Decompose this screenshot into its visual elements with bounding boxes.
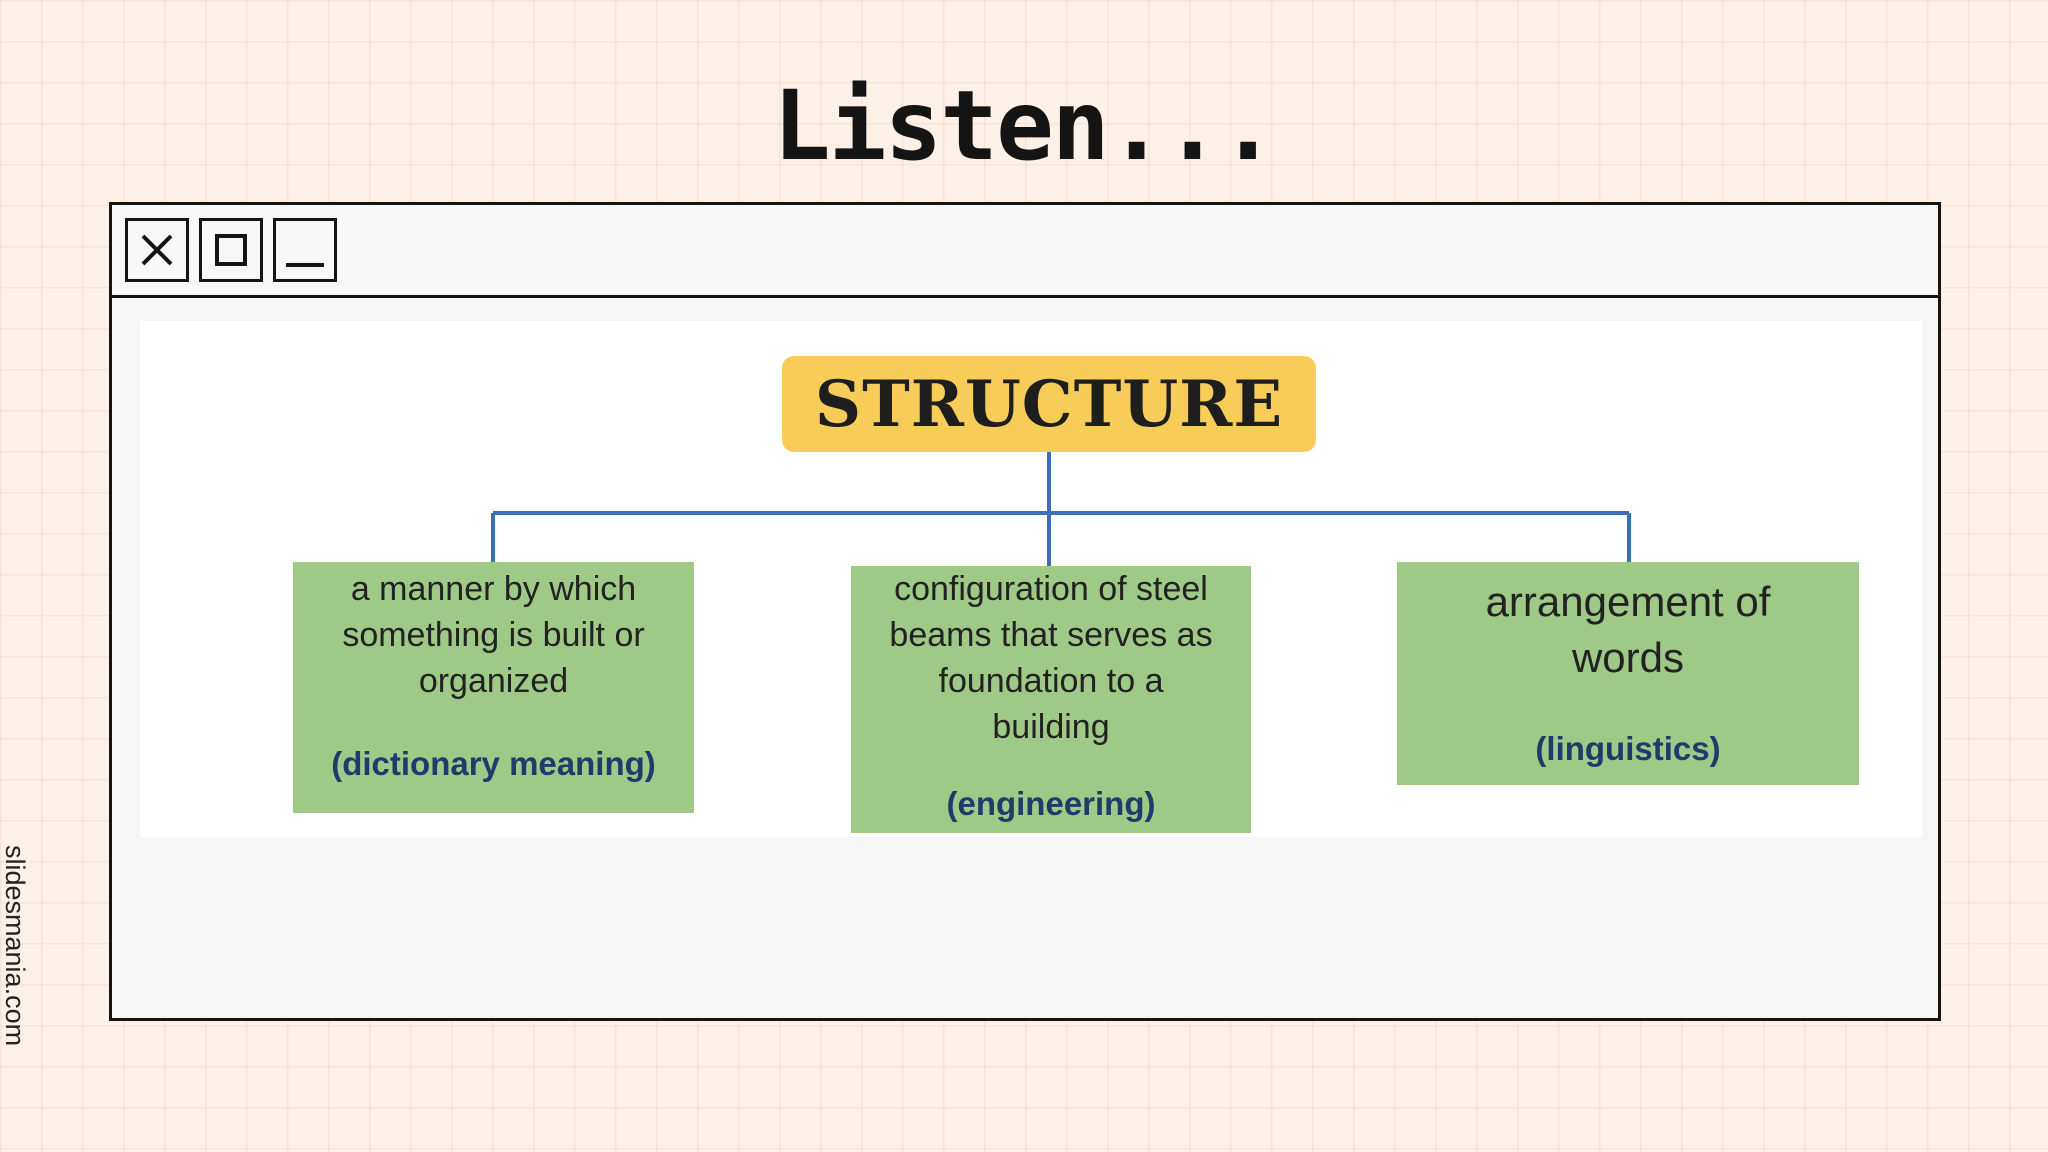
maximize-icon xyxy=(215,234,247,266)
diagram-area: STRUCTURE a manner by which something is… xyxy=(140,321,1922,837)
window-titlebar xyxy=(112,205,1938,298)
leaf-line: words xyxy=(1571,634,1685,681)
app-window: STRUCTURE a manner by which something is… xyxy=(109,202,1941,1021)
leaf-node-dictionary: a manner by which something is built or … xyxy=(293,562,694,813)
leaf-line: foundation to a xyxy=(938,662,1164,700)
leaf-tag: (engineering) xyxy=(946,785,1156,822)
leaf-node-linguistics: arrangement of words (linguistics) xyxy=(1397,562,1859,785)
leaf-description: configuration of steel beams that serves… xyxy=(851,566,1251,750)
minimize-icon xyxy=(286,263,324,267)
leaf-tag: (dictionary meaning) xyxy=(331,745,656,782)
minimize-button[interactable] xyxy=(273,218,337,282)
leaf-line: a manner by which xyxy=(350,570,637,608)
leaf-line: building xyxy=(992,708,1110,746)
leaf-line: beams that serves as xyxy=(889,616,1213,654)
close-button[interactable] xyxy=(125,218,189,282)
leaf-description: a manner by which something is built or … xyxy=(293,566,694,704)
leaf-line: configuration of steel xyxy=(894,570,1208,608)
leaf-node-engineering: configuration of steel beams that serves… xyxy=(851,566,1251,833)
slide-title: Listen... xyxy=(772,70,1277,182)
connector-lines xyxy=(491,452,1631,566)
credit-text: slidesmania.com xyxy=(0,845,30,1047)
leaf-line: organized xyxy=(418,662,569,700)
maximize-button[interactable] xyxy=(199,218,263,282)
root-node: STRUCTURE xyxy=(782,356,1316,452)
leaf-line: arrangement of xyxy=(1485,578,1771,625)
leaf-tag: (linguistics) xyxy=(1535,730,1721,767)
credit-watermark: slidesmania.com xyxy=(0,845,30,1075)
leaf-description: arrangement of words xyxy=(1397,574,1859,686)
leaf-line: something is built or xyxy=(342,616,645,654)
close-icon xyxy=(141,234,173,266)
